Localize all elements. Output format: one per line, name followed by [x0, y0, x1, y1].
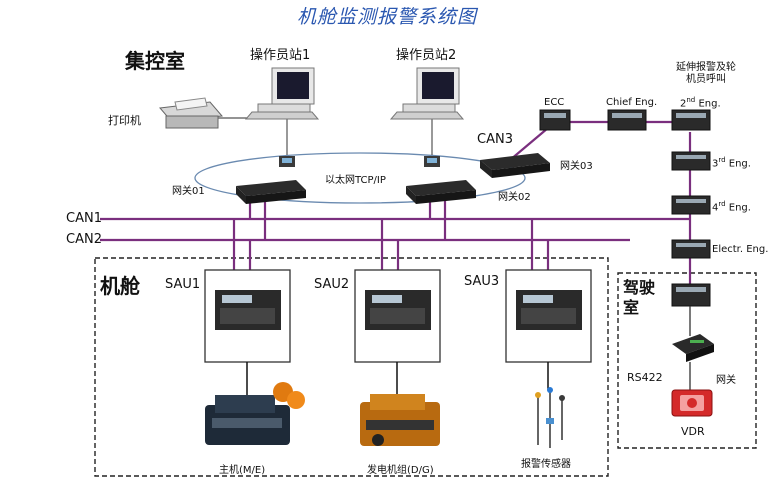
sau3-cabinet: [505, 269, 592, 363]
operator-station-2-icon: [389, 67, 465, 120]
alarm-sensor-label: 报警传感器: [521, 459, 571, 470]
bridge-gateway-device: [672, 334, 714, 362]
main-engine-label: 主机(M/E): [219, 465, 266, 476]
eng4-label: 4rd Eng.: [712, 200, 751, 214]
printer-icon: [159, 97, 223, 129]
generator-label: 发电机组(D/G): [367, 465, 434, 476]
eng2-label: 2nd Eng.: [680, 96, 721, 110]
gateway-01-device: [236, 180, 306, 204]
sau3-label: SAU3: [464, 274, 500, 289]
hub-icon-2: [424, 156, 440, 167]
gateway-03-device: [480, 153, 550, 178]
bridge-gateway-label: 网关: [716, 375, 736, 386]
ethernet-label: 以太网TCP/IP: [325, 175, 386, 186]
eng4-panel: [671, 195, 711, 215]
sau2-cabinet: [354, 269, 441, 363]
can-bus-lines: [100, 120, 692, 284]
rs422-label: RS422: [627, 371, 663, 384]
diagram-title: 机舱监测报警系统图: [296, 6, 477, 28]
engine-room-boundary: [94, 257, 609, 477]
electr-eng-label: Electr. Eng.: [712, 244, 769, 255]
can1-label: CAN1: [66, 211, 102, 226]
eng3-label: 3rd Eng.: [712, 156, 751, 170]
main-engine-icon: [205, 382, 305, 445]
electr-eng-panel: [671, 239, 711, 259]
operator-station-1-label: 操作员站1: [250, 48, 311, 63]
ecc-label: ECC: [544, 97, 565, 108]
bridge-boundary: [617, 272, 757, 449]
sau1-label: SAU1: [165, 277, 201, 292]
sau1-cabinet: [204, 269, 291, 363]
can3-label: CAN3: [477, 132, 513, 147]
bridge-label: 驾驶 室: [623, 278, 656, 317]
sau2-label: SAU2: [314, 277, 350, 292]
operator-station-2-label: 操作员站2: [396, 48, 457, 63]
chief-eng-label: Chief Eng.: [606, 97, 658, 108]
gateway-01-label: 网关01: [172, 186, 205, 197]
engine-room-label: 机舱: [100, 274, 140, 298]
control-room-label: 集控室: [125, 49, 185, 73]
eng3-panel: [671, 151, 711, 171]
operator-station-1-icon: [244, 67, 320, 120]
generator-icon: [360, 394, 440, 446]
extension-alarm-label: 延伸报警及轮 机员呼叫: [676, 62, 736, 85]
hub-icon-1: [279, 156, 295, 167]
can2-label: CAN2: [66, 232, 102, 247]
gateway-02-device: [406, 180, 476, 204]
gateway-03-label: 网关03: [560, 161, 593, 172]
vdr-label: VDR: [681, 425, 705, 438]
ethernet-ring: [194, 152, 526, 204]
vdr-device: [671, 389, 713, 417]
gateway-02-label: 网关02: [498, 192, 531, 203]
printer-label: 打印机: [108, 114, 141, 127]
